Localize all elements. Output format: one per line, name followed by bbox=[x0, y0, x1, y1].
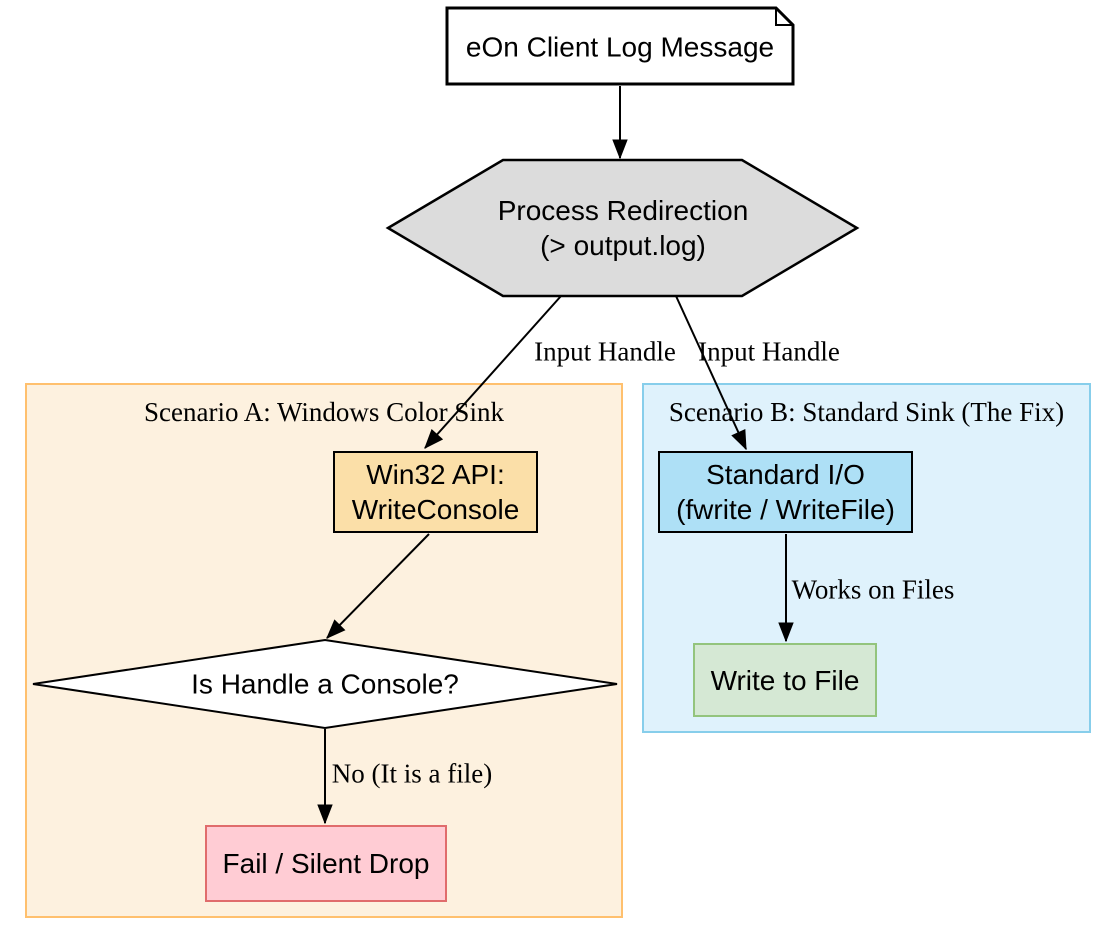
write-file-node: Write to File bbox=[693, 643, 877, 717]
edge-win32-to-diamond bbox=[327, 533, 430, 638]
win32-label-line2: WriteConsole bbox=[351, 494, 520, 525]
console-check-label: Is Handle a Console? bbox=[191, 668, 459, 700]
note-fold-corner bbox=[775, 8, 793, 26]
log-message-label: eOn Client Log Message bbox=[465, 31, 775, 63]
edge-label-works-on-files: Works on Files bbox=[791, 574, 955, 605]
stdio-node: Standard I/O (fwrite / WriteFile) bbox=[658, 451, 913, 533]
edge-redirection-to-stdio bbox=[675, 295, 747, 449]
log-message-note-shape bbox=[445, 6, 795, 86]
win32-label-line1: Win32 API: bbox=[366, 459, 505, 490]
stdio-label-line2: (fwrite / WriteFile) bbox=[676, 494, 895, 525]
redirection-label-line2: (> output.log) bbox=[540, 230, 706, 261]
edge-label-input-handle-right: Input Handle bbox=[698, 336, 840, 367]
edge-redirection-to-win32 bbox=[425, 295, 562, 448]
cluster-scenario-a-label: Scenario A: Windows Color Sink bbox=[144, 397, 504, 427]
fail-node: Fail / Silent Drop bbox=[205, 825, 447, 902]
fail-label: Fail / Silent Drop bbox=[222, 848, 430, 879]
redirection-label: Process Redirection (> output.log) bbox=[498, 193, 749, 263]
stdio-label-line1: Standard I/O bbox=[706, 459, 865, 490]
write-file-label: Write to File bbox=[710, 664, 860, 696]
win32-node: Win32 API: WriteConsole bbox=[333, 451, 538, 533]
cluster-scenario-b-label: Scenario B: Standard Sink (The Fix) bbox=[668, 397, 1065, 427]
edge-label-no-file: No (It is a file) bbox=[331, 758, 493, 789]
redirection-hexagon-shape bbox=[385, 158, 860, 298]
redirection-label-line1: Process Redirection bbox=[497, 195, 749, 226]
edge-label-input-handle-left: Input Handle bbox=[534, 336, 676, 367]
console-check-diamond-shape bbox=[32, 638, 618, 730]
